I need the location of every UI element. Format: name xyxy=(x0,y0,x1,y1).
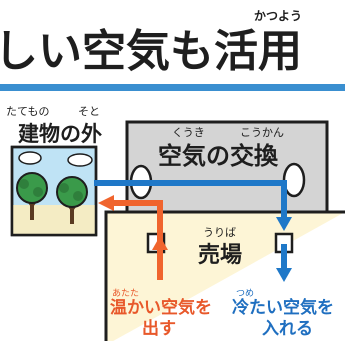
title-text: しい空気も活用 xyxy=(0,26,302,77)
outside-ruby-soto: そと xyxy=(78,105,100,118)
cold-air-ruby: つめ xyxy=(236,288,254,299)
outdoor-scene xyxy=(10,145,98,237)
cold-air-line2: 入れる xyxy=(262,319,313,339)
outside-label: 建物の外 xyxy=(18,122,102,146)
warm-air-ruby: あたた xyxy=(112,288,139,299)
outside-ruby-tatemono: たてもの xyxy=(6,105,50,118)
exchanger-ruby-koukan: こうかん xyxy=(240,126,284,139)
cold-air-arrow xyxy=(94,180,292,282)
page-title: かつよう しい空気も活用 xyxy=(0,2,345,82)
cloud-icon xyxy=(18,151,93,167)
outside-ruby: たてもの そと xyxy=(6,103,100,119)
cold-air-line1: 冷たい空気を xyxy=(232,297,334,318)
exchanger-label: 空気の交換 xyxy=(158,142,279,170)
title-ruby: かつよう xyxy=(254,9,303,23)
tree-icon xyxy=(56,176,88,224)
title-underline xyxy=(0,84,345,91)
warm-air-arrow xyxy=(98,195,168,280)
store-label: 売場 xyxy=(198,242,242,268)
tree-icon xyxy=(16,172,48,220)
warm-air-line1: 温かい空気を xyxy=(110,297,212,318)
air-exchanger: くうき こうかん 空気の交換 xyxy=(125,120,329,214)
warm-air-line2: 出す xyxy=(142,318,176,339)
ground xyxy=(12,205,96,235)
store-ruby: うりば xyxy=(203,226,236,239)
exchanger-ruby-kuuki: くうき xyxy=(172,126,205,139)
